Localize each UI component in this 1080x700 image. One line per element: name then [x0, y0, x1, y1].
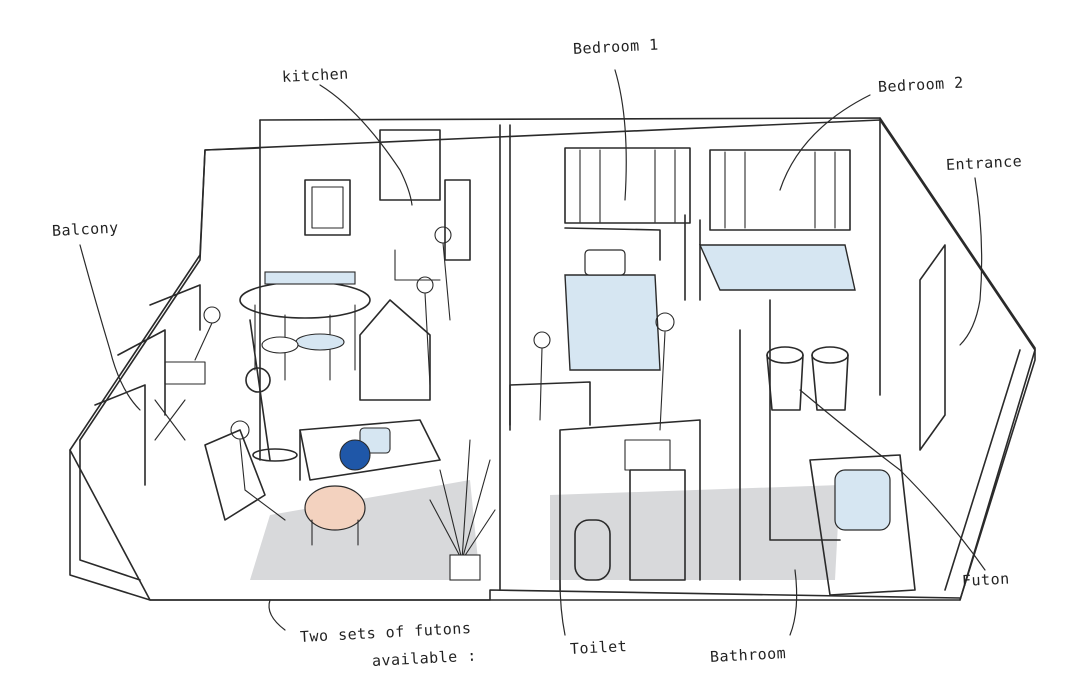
coffee-table-icon: [304, 485, 366, 546]
label-kitchen: kitchen: [281, 64, 350, 86]
floor-lamp-icon: [245, 319, 298, 462]
plant-icon: [429, 439, 496, 581]
person-cook-icon: [416, 276, 434, 386]
laundry-basket-icon: [766, 346, 849, 411]
living-rug: [250, 480, 480, 580]
bedroom2-window: [709, 149, 851, 231]
kitchen-area: [304, 129, 471, 401]
armchair-icon: [204, 429, 266, 521]
person-standing-icon: [655, 312, 675, 431]
bedroom1-window: [564, 147, 691, 224]
washer-icon: [624, 439, 686, 581]
sofa-icon: [299, 419, 441, 481]
person-balcony-icon: [194, 306, 221, 361]
label-balcony: Balcony: [51, 218, 120, 240]
leader-lines: [79, 69, 986, 636]
bathroom-floor: [550, 485, 840, 580]
dining-table-icon: [239, 271, 371, 381]
person-kitchen-icon: [434, 226, 452, 321]
balcony-walls: [79, 284, 201, 581]
outer-walls: [69, 117, 1036, 601]
label-toilet: Toilet: [569, 637, 628, 658]
toilet-icon: [574, 519, 611, 581]
bathtub-icon: [809, 454, 916, 596]
label-futon: Futon: [961, 569, 1011, 590]
desk-icon: [509, 381, 591, 431]
bed-icon: [564, 227, 661, 371]
person-icon: [230, 420, 286, 521]
balcony-chair-icon: [154, 361, 206, 441]
bed2-icon: [684, 214, 856, 301]
entrance-door: [919, 244, 946, 451]
